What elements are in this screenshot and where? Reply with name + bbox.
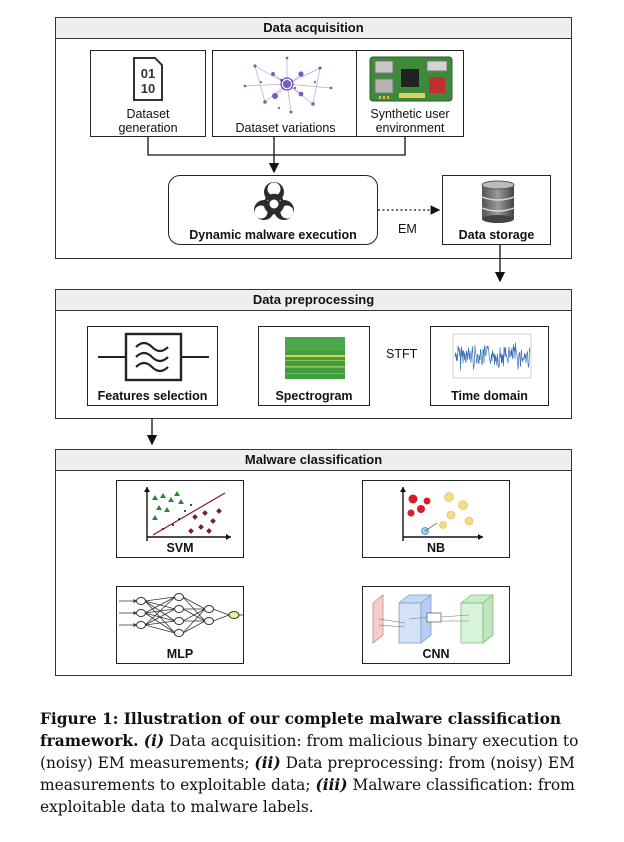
time-domain-waveform: [449, 331, 535, 385]
dataset-variations-box: Dataset variations: [212, 50, 359, 137]
stft-label: STFT: [386, 347, 418, 361]
circuit-board-icon: [369, 55, 453, 103]
data-preprocessing-header: Data preprocessing: [56, 290, 571, 311]
em-label: EM: [398, 222, 417, 236]
figure-caption: Figure 1: Illustration of our complete m…: [40, 708, 592, 818]
svm-label: SVM: [166, 541, 194, 555]
mlp-network: [119, 591, 243, 643]
synthetic-env-box: Synthetic user environment: [356, 50, 464, 137]
nb-label: NB: [426, 541, 446, 555]
dataset-variations-label: Dataset variations: [235, 121, 336, 135]
caption-marker-i: (i): [143, 732, 165, 750]
nb-plot: [391, 485, 487, 543]
time-domain-box: Time domain: [430, 326, 549, 406]
filter-icon: [96, 331, 211, 383]
synthetic-env-label-1: Synthetic user: [370, 107, 450, 121]
caption-part-1: Figure 1: Illustration of our complete m…: [40, 710, 562, 750]
data-storage-label: Data storage: [458, 228, 535, 242]
caption-marker-ii: (ii): [254, 754, 281, 772]
data-acquisition-header: Data acquisition: [56, 18, 571, 39]
dataset-generation-label-2: generation: [118, 121, 178, 135]
spectrogram-label: Spectrogram: [275, 389, 353, 403]
features-selection-label: Features selection: [97, 389, 208, 403]
dataset-generation-label-1: Dataset: [126, 107, 170, 121]
dataset-generation-box: 01 10 Dataset generation: [90, 50, 206, 137]
cnn-box: CNN: [362, 586, 510, 664]
nb-box: NB: [362, 480, 510, 558]
svm-box: SVM: [116, 480, 244, 558]
time-domain-label: Time domain: [451, 389, 528, 403]
svg-text:10: 10: [141, 81, 155, 96]
spectrogram-image: [281, 333, 349, 383]
cnn-architecture: [369, 589, 505, 647]
cnn-label: CNN: [422, 647, 450, 661]
svm-plot: [133, 485, 233, 543]
features-selection-box: Features selection: [87, 326, 218, 406]
data-storage-box: Data storage: [442, 175, 551, 245]
mlp-box: MLP: [116, 586, 244, 664]
caption-part-4: Malware classification: from exploitable…: [40, 776, 575, 816]
caption-marker-iii: (iii): [315, 776, 348, 794]
mlp-label: MLP: [166, 647, 194, 661]
biohazard-icon: [251, 180, 297, 226]
network-graph-icon: [235, 54, 339, 116]
malware-classification-header: Malware classification: [56, 450, 571, 471]
dynamic-execution-label: Dynamic malware execution: [189, 228, 357, 242]
database-icon: [480, 180, 516, 224]
svg-text:01: 01: [141, 66, 155, 81]
caption-part-3: Data preprocessing: from (noisy) EM meas…: [40, 754, 575, 794]
caption-part-2: Data acquisition: from malicious binary …: [40, 732, 579, 772]
spectrogram-box: Spectrogram: [258, 326, 370, 406]
binary-file-icon: 01 10: [128, 56, 166, 102]
synthetic-env-label-2: environment: [375, 121, 445, 135]
dynamic-execution-box: Dynamic malware execution: [168, 175, 378, 245]
